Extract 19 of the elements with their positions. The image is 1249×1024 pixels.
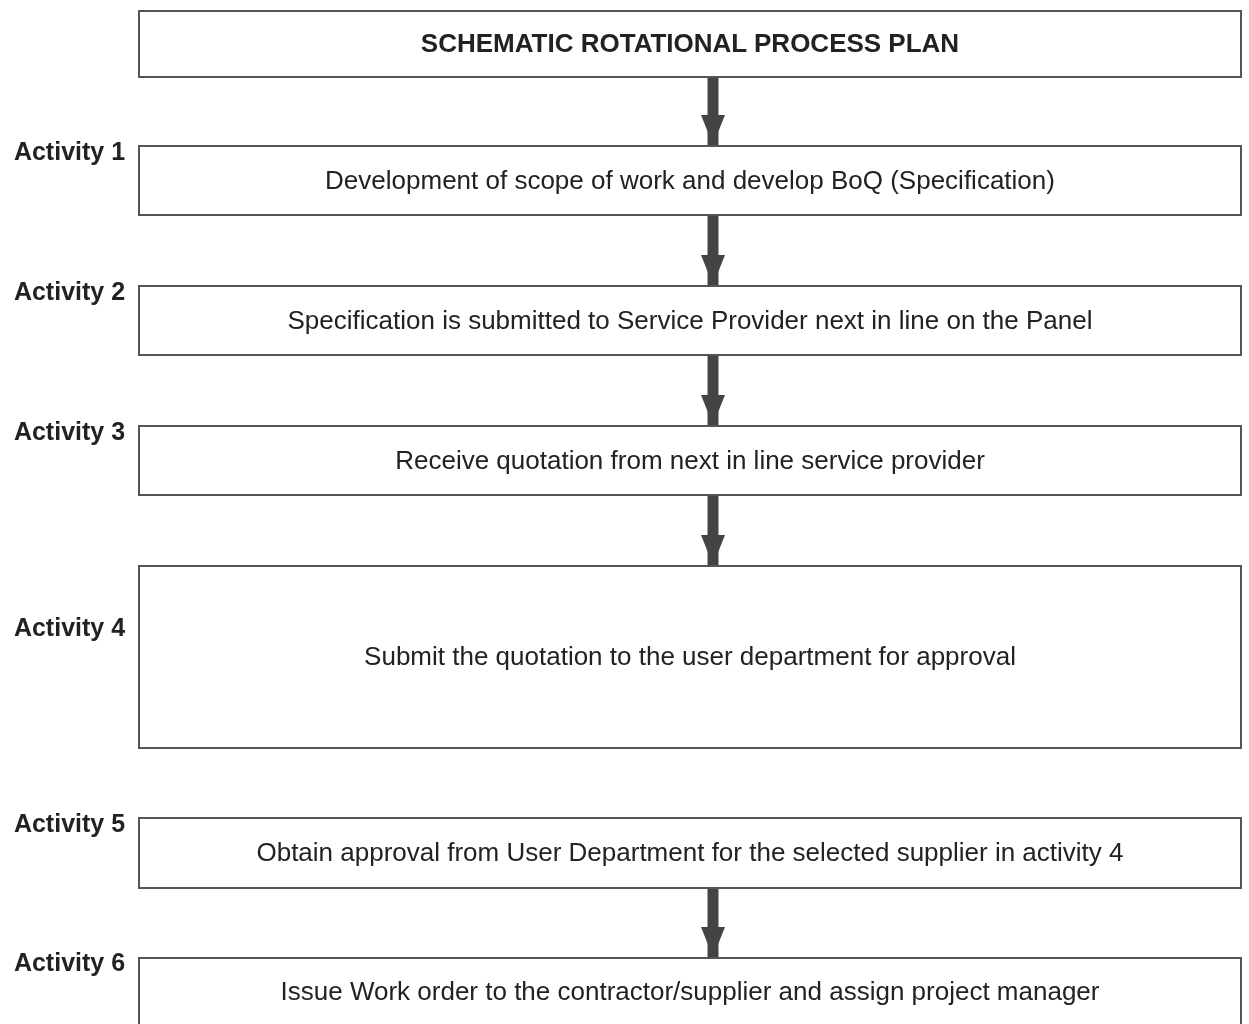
activity-label: Activity 6 [12, 947, 127, 978]
box-label: Obtain approval from User Department for the selected supplier in activity 4 [256, 837, 1124, 869]
arrow [701, 496, 725, 565]
box-label: SCHEMATIC ROTATIONAL PROCESS PLAN [420, 28, 960, 60]
activity-label: Activity 3 [12, 415, 127, 447]
box-label: Specification is submitted to Service Provider next in line on the Panel [287, 304, 1093, 337]
box-label: Issue Work order to the contractor/supplier and assign project manager [280, 976, 1100, 1008]
activity-label: Activity 2 [12, 275, 127, 307]
activity-label: Activity 1 [12, 135, 127, 167]
box-label: Receive quotation from next in line service provider [395, 444, 985, 477]
box-label: Development of scope of work and develop BoQ (Specification) [325, 164, 1055, 197]
arrow [701, 356, 725, 425]
activity-label: Activity 5 [12, 808, 127, 839]
arrow [701, 78, 725, 145]
activity-label: Activity 4 [12, 612, 127, 643]
box-label: Submit the quotation to the user department for approval [364, 641, 1016, 673]
process-box [138, 10, 1242, 78]
arrow [701, 216, 725, 285]
arrow [701, 889, 725, 957]
